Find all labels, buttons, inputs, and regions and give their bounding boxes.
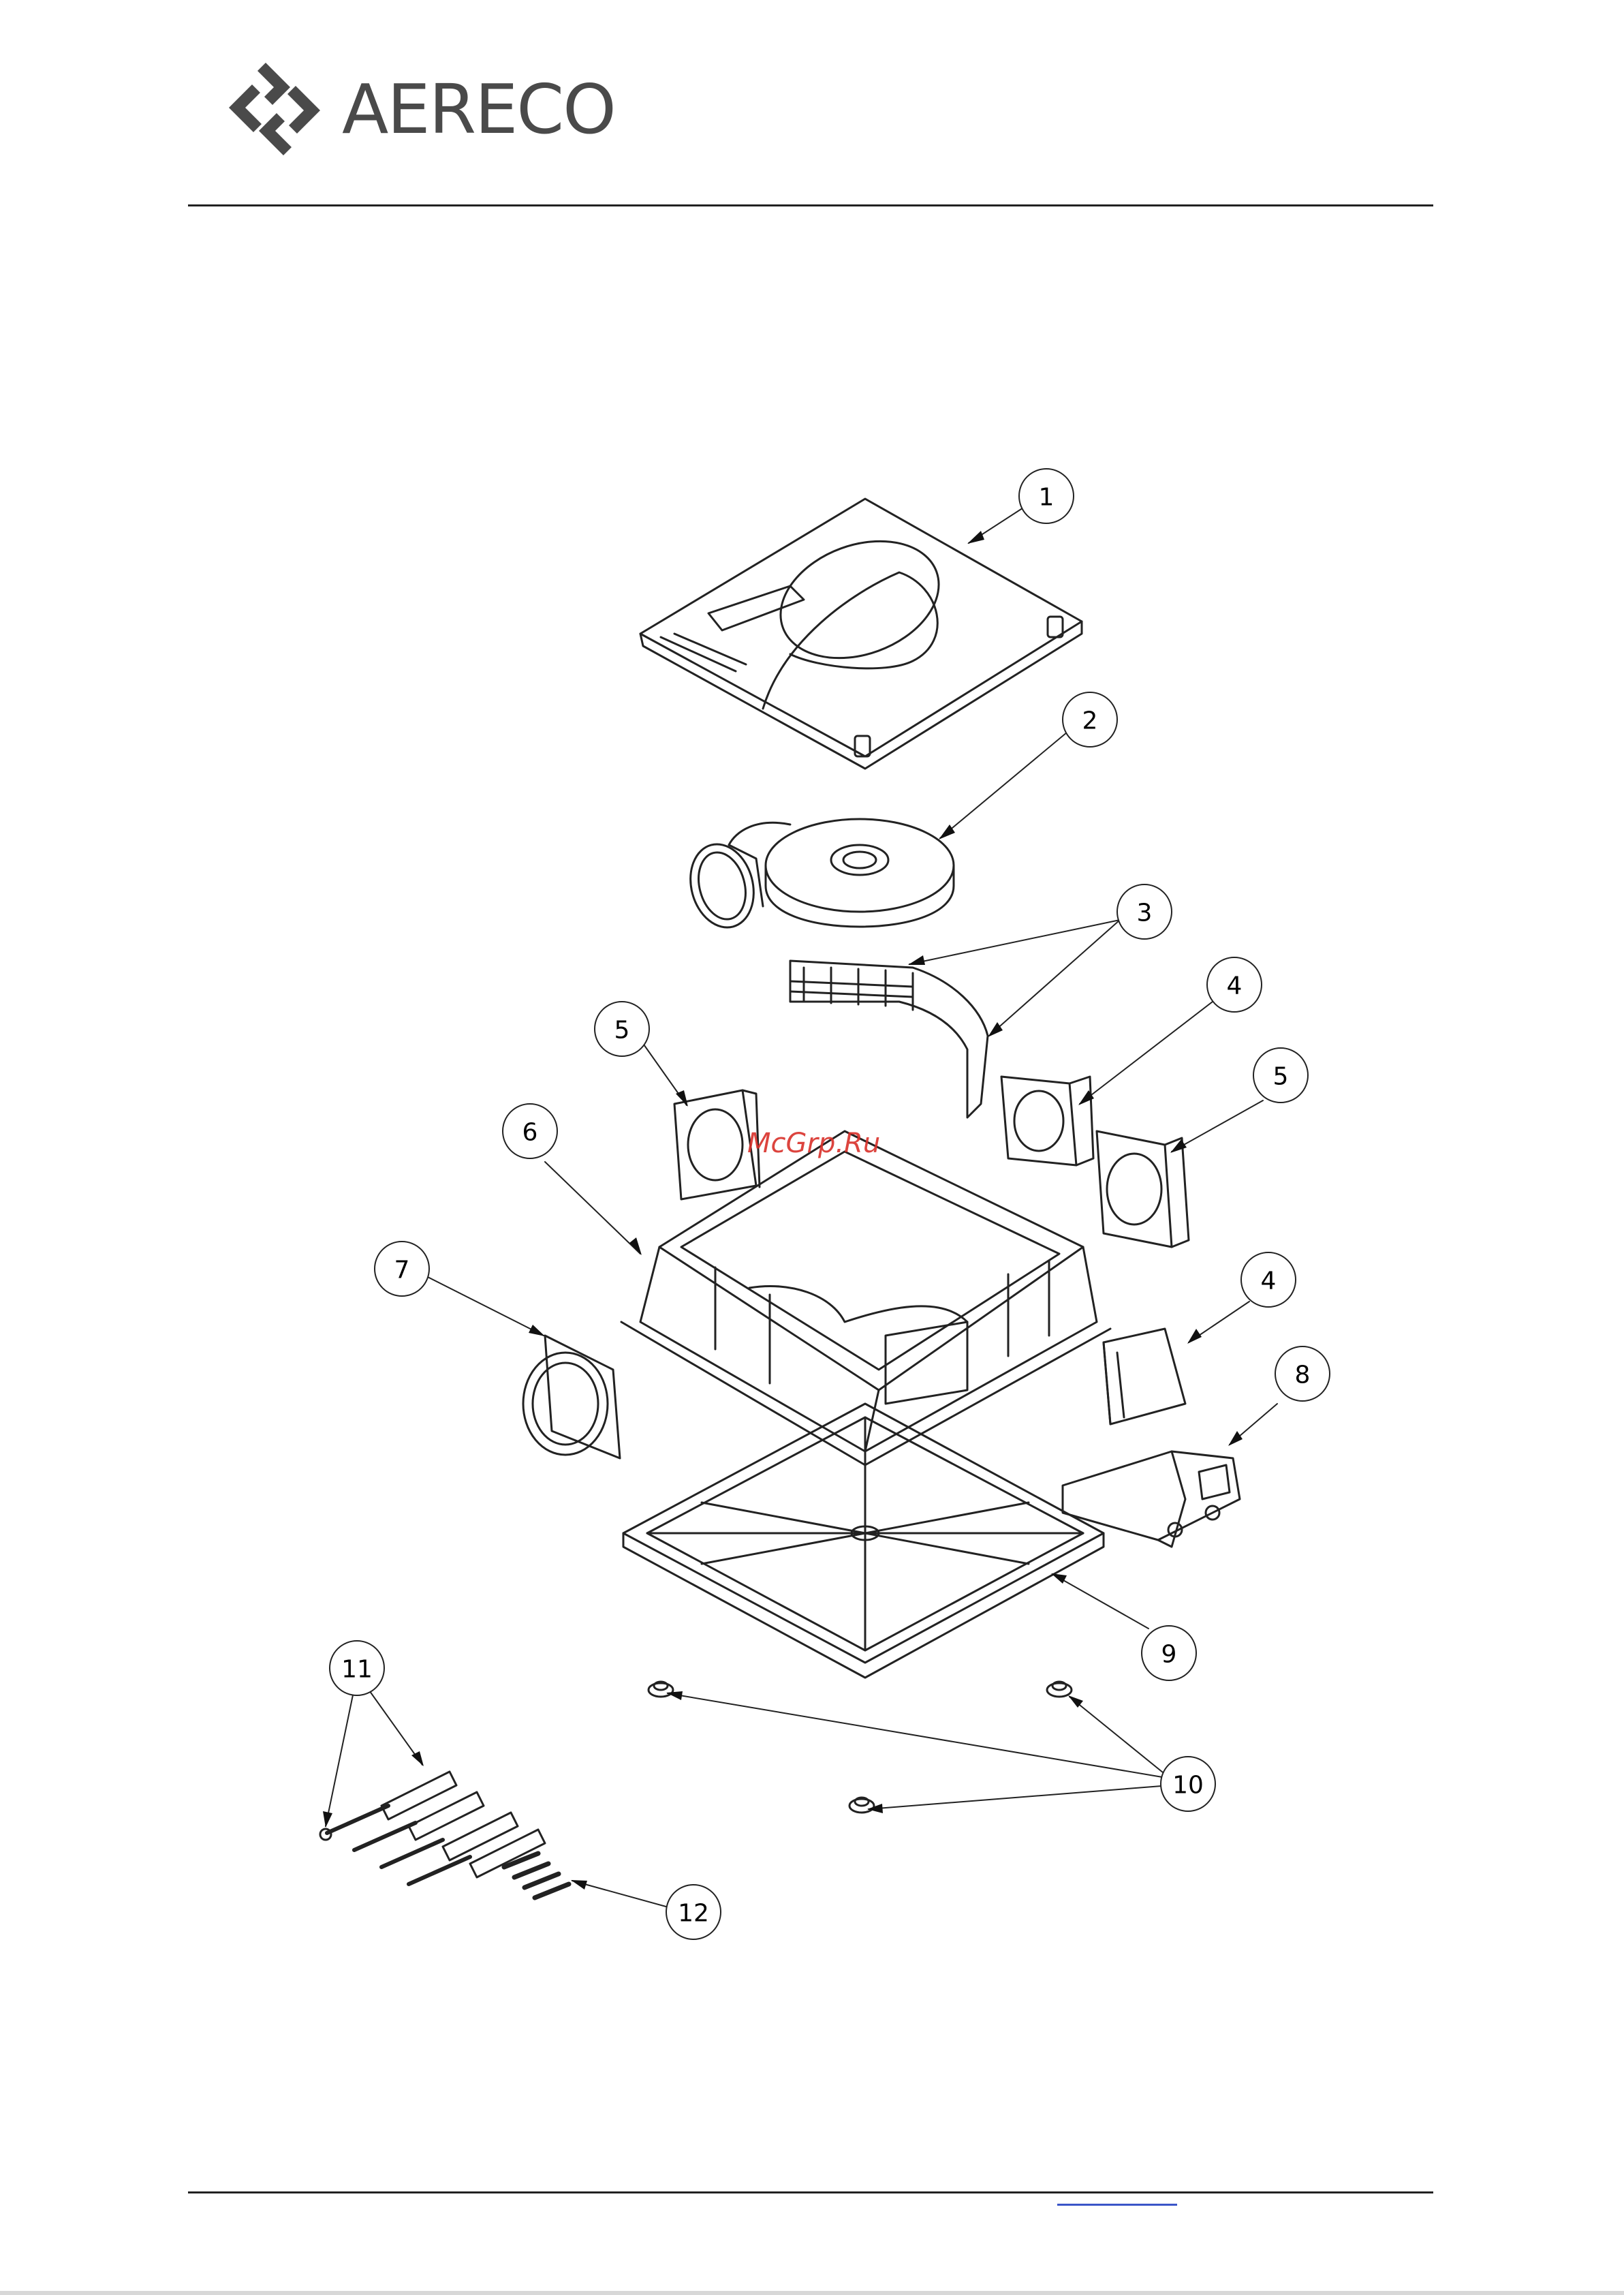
callout-8: 8 xyxy=(1295,1361,1311,1389)
part-11-screws-plugs xyxy=(320,1772,545,1884)
callout-6: 6 xyxy=(522,1119,538,1147)
part-3-filter xyxy=(790,961,988,1118)
callout-7: 7 xyxy=(394,1257,410,1284)
part-12-small-screws xyxy=(504,1853,569,1898)
watermark-text: McGrp.Ru xyxy=(747,1128,880,1159)
part-1-top-cover xyxy=(640,499,1082,769)
callout-5-left: 5 xyxy=(614,1017,630,1045)
callout-1: 1 xyxy=(1039,484,1055,512)
part-8-electronics-cover xyxy=(1063,1451,1240,1547)
leader-lines xyxy=(326,504,1277,1908)
callout-9: 9 xyxy=(1161,1641,1177,1669)
part-9-base-frame xyxy=(623,1404,1104,1678)
part-4-duct-upper xyxy=(1001,1077,1093,1165)
callout-11: 11 xyxy=(341,1656,373,1684)
part-4-duct-lower xyxy=(1104,1329,1185,1424)
bottom-strip xyxy=(0,2291,1624,2295)
callout-2: 2 xyxy=(1082,707,1098,735)
footer-link[interactable] xyxy=(1057,2201,1177,2206)
callout-12: 12 xyxy=(678,1900,709,1928)
callout-circles xyxy=(330,469,1330,1939)
part-6-main-body xyxy=(621,1131,1110,1465)
footer-rule xyxy=(188,2191,1433,2193)
part-2-fan-housing xyxy=(681,819,954,935)
callout-3: 3 xyxy=(1137,899,1153,927)
callout-4-upper: 4 xyxy=(1227,972,1243,1000)
callout-5-right: 5 xyxy=(1273,1063,1289,1091)
part-7-round-connector xyxy=(523,1336,620,1458)
callout-4-lower: 4 xyxy=(1261,1267,1277,1295)
callout-10: 10 xyxy=(1172,1772,1204,1800)
